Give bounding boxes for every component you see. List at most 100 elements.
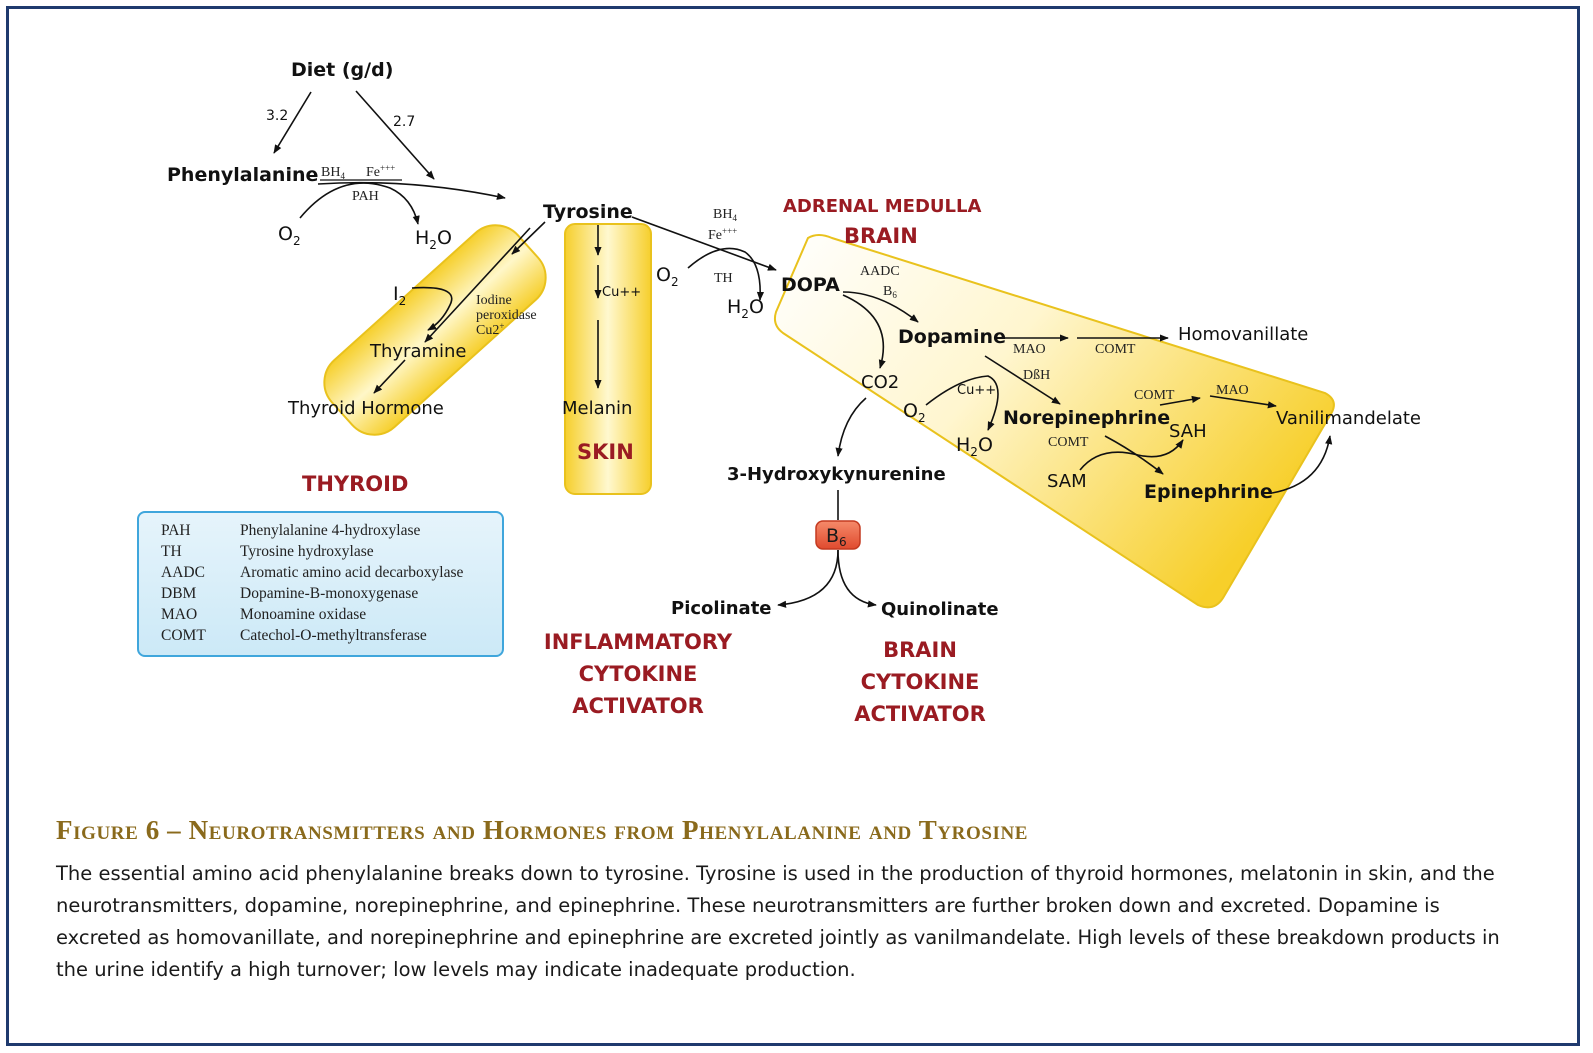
arrow-mao-vanilimandelate <box>1209 395 1277 409</box>
legend-name: Aromatic amino acid decarboxylase <box>240 564 464 581</box>
region-skin: SKIN <box>577 440 634 464</box>
iodine-peroxidase-1: Iodine <box>476 293 512 308</box>
h2o-th: H2O <box>727 296 764 321</box>
legend-abbr: PAH <box>161 522 191 539</box>
o2-th: O2 <box>656 264 679 289</box>
legend-name: Phenylalanine 4-hydroxylase <box>240 522 421 539</box>
arrow-sam-sah <box>1079 439 1184 471</box>
node-tyrosine: Tyrosine <box>543 201 633 223</box>
diet-right-value: 2.7 <box>393 114 415 130</box>
arrow-norepinephrine-sah <box>1159 395 1201 406</box>
node-homovanillate: Homovanillate <box>1178 324 1308 345</box>
arrow-o2-h2o-dbh <box>925 375 999 431</box>
region-brain: BRAIN <box>844 224 918 248</box>
region-inflammatory-line-1: INFLAMMATORY <box>544 630 733 654</box>
node-norepinephrine: Norepinephrine <box>1003 407 1170 429</box>
node-thyroid-hormone: Thyroid Hormone <box>287 398 444 419</box>
node-dopa: DOPA <box>781 274 840 296</box>
arrow-tyrosine-thyramine-2 <box>424 227 531 343</box>
region-inflammatory-line-3: ACTIVATOR <box>572 694 704 718</box>
legend-abbr: TH <box>161 543 182 560</box>
region-brain-cytokine-line-1: BRAIN <box>883 638 957 662</box>
region-thyroid: THYROID <box>302 472 408 496</box>
arrow-thyramine-thyroid-hormone <box>373 359 406 394</box>
legend-row: PAH Phenylalanine 4-hydroxylase <box>161 522 502 543</box>
arrow-dopamine-norepinephrine <box>984 355 1061 405</box>
b6-aadc: B6 <box>883 284 897 300</box>
legend-name: Catechol-O-methyltransferase <box>240 627 427 644</box>
enzyme-aadc: AADC <box>860 264 900 279</box>
i2-label: I2 <box>393 283 406 308</box>
node-picolinate: Picolinate <box>671 598 772 619</box>
enzyme-th: TH <box>714 271 733 286</box>
legend-row: MAO Monoamine oxidase <box>161 606 502 627</box>
legend-name: Dopamine-B-monoxygenase <box>240 585 419 602</box>
h2o-pah: H2O <box>415 227 452 252</box>
enzyme-pah: PAH <box>352 189 379 204</box>
arrow-diet-tyrosine <box>355 90 435 180</box>
node-sam: SAM <box>1047 471 1087 492</box>
legend-name: Monoamine oxidase <box>240 606 367 623</box>
h2o-dbh: H2O <box>956 434 993 459</box>
legend-abbr: MAO <box>161 606 198 623</box>
bh4-pah: BH4 <box>321 165 345 181</box>
cu-ne: Cu++ <box>957 383 996 398</box>
region-adrenal-medulla: ADRENAL MEDULLA <box>783 196 981 217</box>
arrow-co2-hydroxykynurenine <box>835 397 867 457</box>
node-phenylalanine: Phenylalanine <box>167 164 318 186</box>
skin-band <box>564 223 652 495</box>
region-brain-cytokine-line-2: CYTOKINE <box>861 670 980 694</box>
arrow-epinephrine-vanilimandelate <box>1271 435 1333 494</box>
node-hydroxykynurenine: 3-Hydroxykynurenine <box>727 464 946 485</box>
arrow-dopa-co2 <box>842 294 886 369</box>
arrow-i2-iodination <box>411 286 453 331</box>
legend-row: TH Tyrosine hydroxylase <box>161 543 502 564</box>
arrow-o2-h2o-th <box>687 247 765 301</box>
node-epinephrine: Epinephrine <box>1144 481 1273 503</box>
arrow-tyrosine-thyramine-1 <box>511 221 546 255</box>
enzyme-mao-1: MAO <box>1013 342 1046 357</box>
enzyme-dbh: DßH <box>1023 368 1050 383</box>
bh4-th: BH4 <box>713 207 737 223</box>
node-vanilimandelate: Vanilimandelate <box>1276 408 1421 429</box>
node-diet: Diet (g/d) <box>291 59 393 81</box>
enzyme-comt-1: COMT <box>1095 342 1136 357</box>
legend-abbr: AADC <box>161 564 205 581</box>
arrow-diet-phenylalanine <box>273 91 312 154</box>
node-melanin: Melanin <box>562 398 632 419</box>
legend-row: COMT Catechol-O-methyltransferase <box>161 627 502 648</box>
region-brain-cytokine-line-3: ACTIVATOR <box>854 702 986 726</box>
fe-th: Fe+++ <box>708 226 737 243</box>
legend-row: DBM Dopamine-B-monoxygenase <box>161 585 502 606</box>
iodine-peroxidase-3: Cu2+ <box>476 321 504 338</box>
arrow-phenylalanine-tyrosine <box>317 181 506 200</box>
arrow-tyrosine-dopa <box>631 216 777 271</box>
figure-caption-title: Figure 6 – Neurotransmitters and Hormone… <box>56 815 1029 845</box>
legend-name: Tyrosine hydroxylase <box>240 543 374 560</box>
arrow-b6-quinolinate <box>837 549 877 608</box>
o2-dbh: O2 <box>903 400 926 425</box>
legend-abbr: DBM <box>161 585 197 602</box>
diet-left-value: 3.2 <box>266 108 288 124</box>
arrow-dopa-dopamine <box>842 291 919 323</box>
node-quinolinate: Quinolinate <box>881 599 999 620</box>
enzyme-comt-3: COMT <box>1048 435 1089 450</box>
node-dopamine: Dopamine <box>898 326 1006 348</box>
b6-badge-label: B <box>826 525 839 547</box>
figure-caption-text: The essential amino acid phenylalanine b… <box>56 862 1500 981</box>
enzyme-mao-2: MAO <box>1216 383 1249 398</box>
o2-pah: O2 <box>278 223 301 248</box>
arrow-o2-h2o-pah <box>299 182 420 225</box>
iodine-peroxidase-2: peroxidase <box>476 308 537 323</box>
enzyme-legend: PAH Phenylalanine 4-hydroxylase TH Tyrosin… <box>137 511 504 657</box>
svg-text:B6: B6 <box>826 525 847 549</box>
adrenal-brain-band <box>773 234 1335 609</box>
node-co2: CO2 <box>861 372 899 393</box>
fe-pah: Fe+++ <box>366 163 395 180</box>
node-sah: SAH <box>1169 421 1207 442</box>
region-inflammatory-line-2: CYTOKINE <box>579 662 698 686</box>
legend-abbr: COMT <box>161 627 206 644</box>
arrow-b6-picolinate <box>777 549 839 608</box>
b6-badge <box>815 520 861 550</box>
